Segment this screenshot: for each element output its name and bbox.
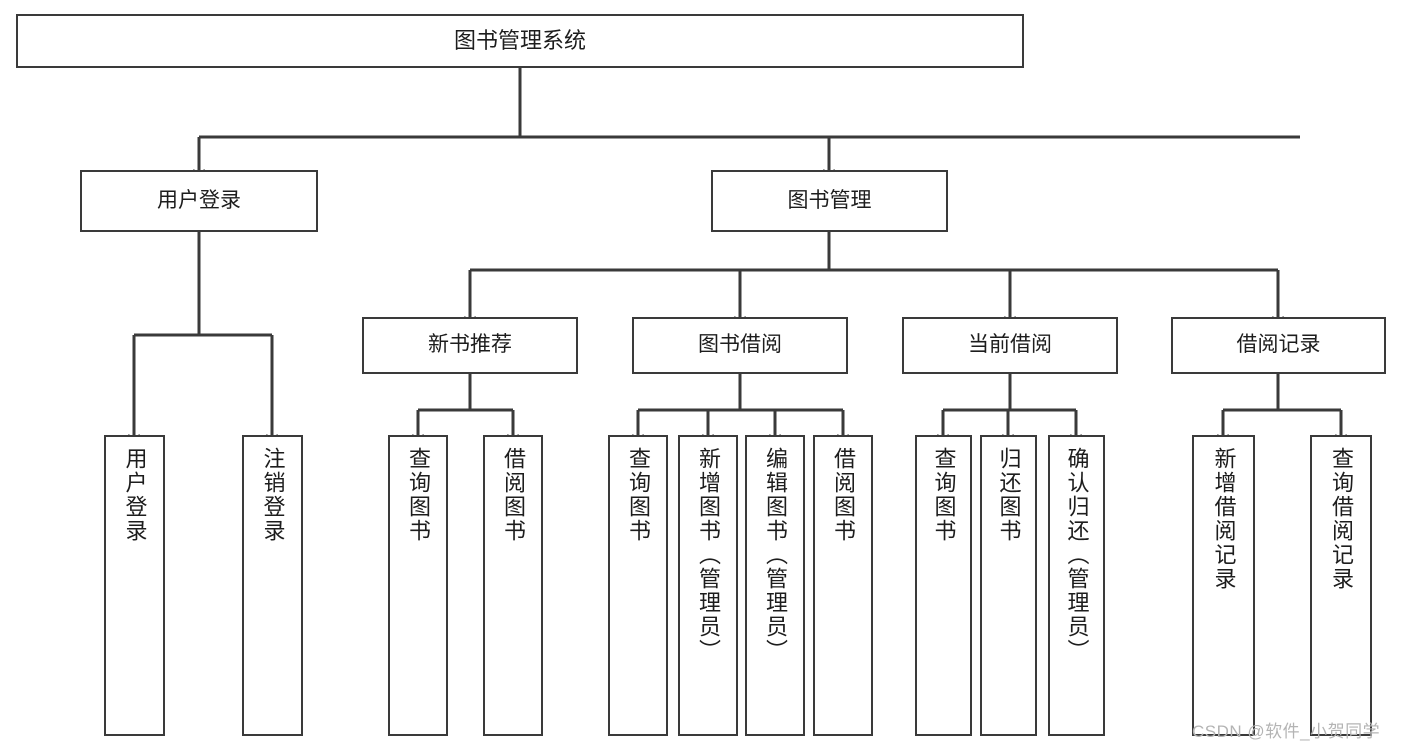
node-borrowing-records[interactable]: 借阅记录 [1171,317,1386,374]
node-book-management-system[interactable]: 图书管理系统 [16,14,1024,68]
node-label: 图书管理 [787,188,872,212]
node-label: 查询借阅记录 [1329,447,1354,591]
node-leaf-add-borrow-record[interactable]: 新增借阅记录 [1192,435,1255,736]
node-label: 新增图书（管理员） [696,447,721,663]
node-leaf-query-book-borrowing[interactable]: 查询图书 [608,435,668,736]
watermark-text: CSDN @软件_小贺同学 [1192,722,1381,741]
node-leaf-query-book-recommend[interactable]: 查询图书 [388,435,448,736]
node-label: 图书管理系统 [453,28,586,54]
node-label: 借阅图书 [831,447,856,543]
node-label: 归还图书 [996,447,1022,543]
node-leaf-add-book-admin[interactable]: 新增图书（管理员） [678,435,738,736]
node-new-book-recommendation[interactable]: 新书推荐 [362,317,578,374]
node-leaf-query-book-current[interactable]: 查询图书 [915,435,972,736]
node-leaf-confirm-return-admin[interactable]: 确认归还（管理员） [1048,435,1105,736]
node-label: 新书推荐 [428,333,512,357]
node-leaf-borrow-book-recommend[interactable]: 借阅图书 [483,435,543,736]
node-leaf-user-login[interactable]: 用户登录 [104,435,165,736]
node-label: 确认归还（管理员） [1064,447,1090,663]
node-leaf-edit-book-admin[interactable]: 编辑图书（管理员） [745,435,805,736]
node-label: 借阅记录 [1236,333,1321,357]
node-label: 查询图书 [931,447,957,543]
node-leaf-return-book[interactable]: 归还图书 [980,435,1037,736]
node-label: 编辑图书（管理员） [763,447,788,663]
node-label: 查询图书 [406,447,431,543]
node-label: 用户登录 [122,447,148,543]
node-user-login-module[interactable]: 用户登录 [80,170,318,232]
node-label: 当前借阅 [968,333,1052,357]
node-leaf-borrow-book[interactable]: 借阅图书 [813,435,873,736]
node-current-borrowing[interactable]: 当前借阅 [902,317,1118,374]
node-book-management-module[interactable]: 图书管理 [711,170,948,232]
node-leaf-query-borrow-record[interactable]: 查询借阅记录 [1310,435,1372,736]
node-label: 新增借阅记录 [1211,447,1237,591]
node-leaf-logout[interactable]: 注销登录 [242,435,303,736]
node-book-borrowing[interactable]: 图书借阅 [632,317,848,374]
node-label: 图书借阅 [698,333,782,357]
node-label: 查询图书 [626,447,651,543]
node-label: 借阅图书 [501,447,526,543]
node-label: 注销登录 [260,447,286,543]
node-label: 用户登录 [157,188,241,212]
